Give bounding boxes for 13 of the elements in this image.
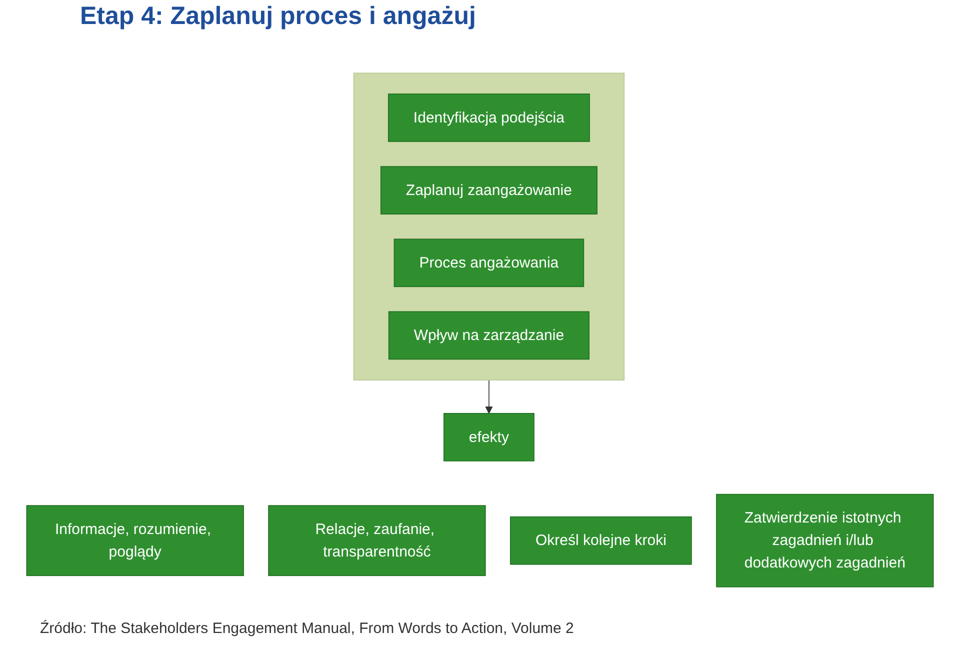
- node-box: Wpływ na zarządzanie: [388, 311, 590, 360]
- node-box: Identyfikacja podejścia: [388, 94, 590, 142]
- node-box: Proces angażowania: [394, 238, 584, 288]
- cluster: [353, 72, 625, 380]
- node-box: Zatwierdzenie istotnych zagadnień i/lub dodatkowych zagadnień: [716, 494, 934, 588]
- node-box: Relacje, zaufanie, transparentność: [268, 505, 486, 576]
- node-box: Informacje, rozumienie, poglądy: [26, 505, 244, 576]
- caption: Źródło: The Stakeholders Engagement Manual, From Words to Action, Volume 2: [40, 620, 574, 637]
- node-box: Określ kolejne kroki: [510, 516, 692, 565]
- node-box: Zaplanuj zaangażowanie: [380, 166, 598, 214]
- title: Etap 4: Zaplanuj proces i angażuj: [80, 2, 476, 31]
- arrow: [485, 380, 493, 414]
- node-box: efekty: [443, 412, 534, 462]
